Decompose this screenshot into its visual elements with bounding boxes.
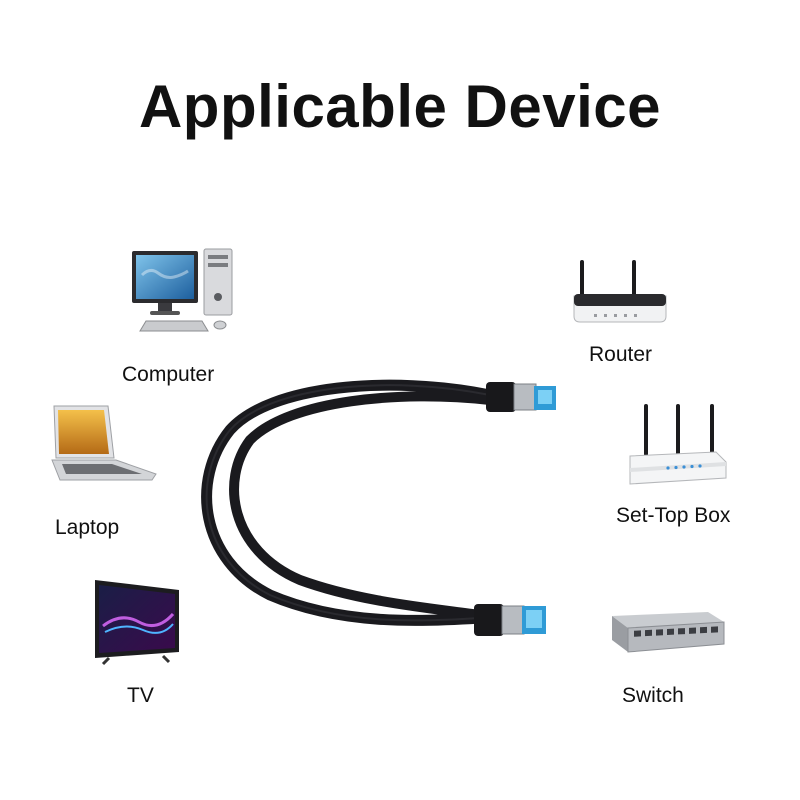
router-icon <box>570 258 670 328</box>
page-title: Applicable Device <box>138 73 662 140</box>
tv-icon <box>93 576 183 666</box>
set-top-box-icon <box>628 402 728 486</box>
device-label-computer: Computer <box>122 363 215 386</box>
device-label-tv: TV <box>127 684 154 707</box>
device-label-switch: Switch <box>622 684 684 707</box>
device-label-laptop: Laptop <box>55 516 120 539</box>
device-label-set-top-box: Set-Top Box <box>616 504 731 527</box>
laptop-icon <box>46 402 161 488</box>
network-switch-icon <box>610 610 726 656</box>
computer-icon <box>128 245 238 337</box>
ethernet-cable-icon <box>190 370 600 650</box>
device-label-router: Router <box>589 343 653 366</box>
